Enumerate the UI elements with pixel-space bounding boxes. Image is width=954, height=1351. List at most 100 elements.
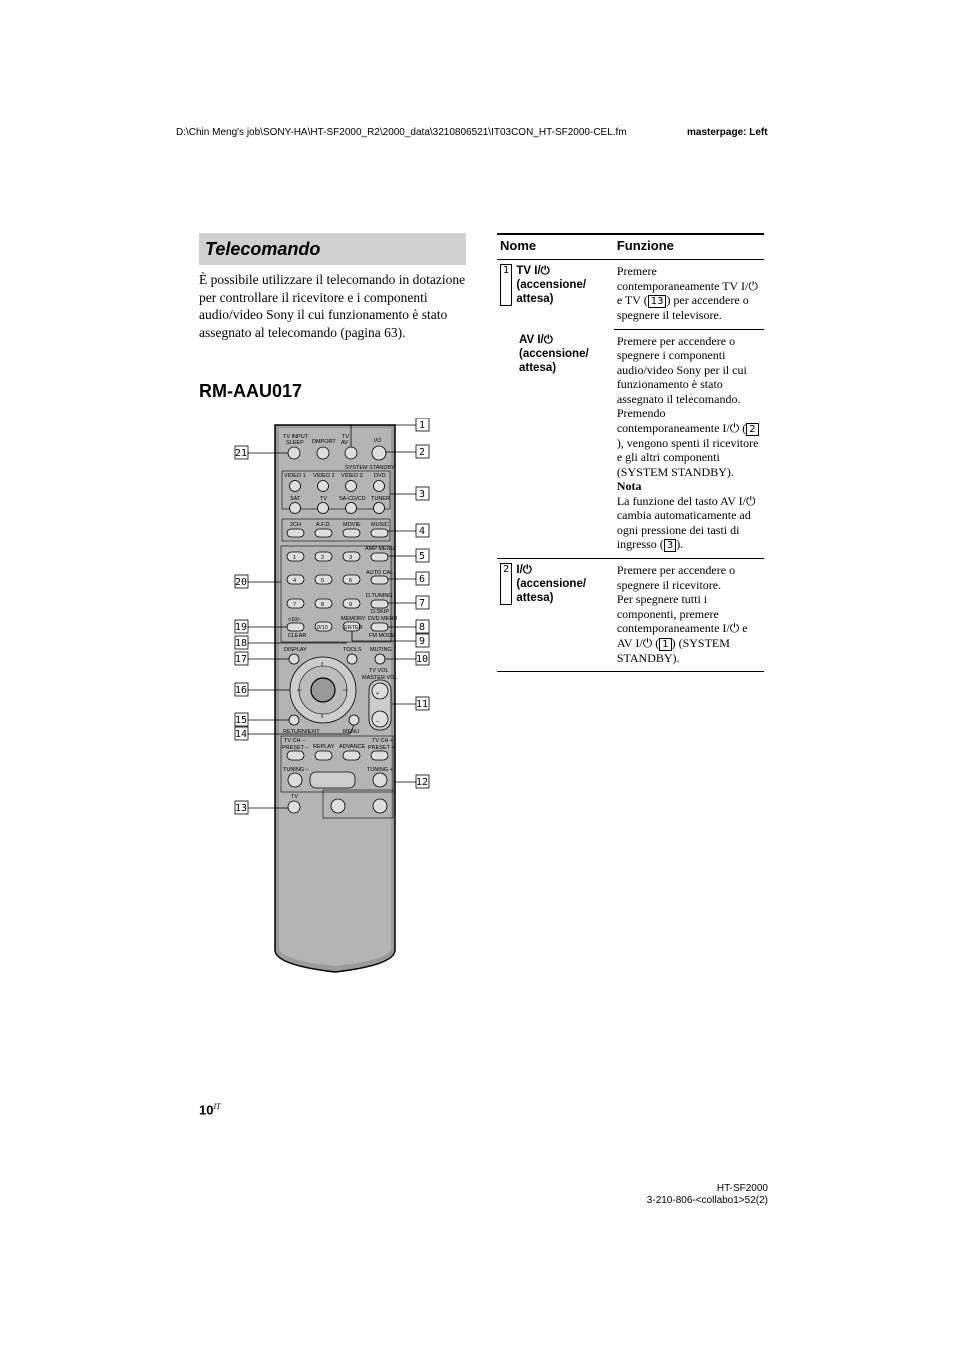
label-master-vol: MASTER VOL xyxy=(362,675,397,681)
key-6: 6 xyxy=(349,578,352,584)
callout-19: 19 xyxy=(235,622,247,633)
label-tv-input2: TV xyxy=(320,496,327,502)
label-tv-ch-minus: TV CH – xyxy=(284,738,306,744)
play-button xyxy=(309,771,356,789)
callout-2: 2 xyxy=(419,447,425,458)
label-power: I/⏻ xyxy=(374,437,382,444)
label-auto-cal: AUTO CAL xyxy=(366,570,393,576)
label-preset-minus: PRESET – xyxy=(282,745,309,751)
key-8: 8 xyxy=(321,602,324,608)
label-tuner: TUNER xyxy=(371,496,390,502)
callout-labels: 1 2 3 4 5 6 7 8 9 10 11 12 13 14 15 16 1… xyxy=(234,418,430,815)
table-row: 2 I/⏻ (accensione/ attesa) Premere per a… xyxy=(497,558,764,672)
label-tv-input: TV INPUT xyxy=(283,434,309,440)
label-fm-mode: FM MODE xyxy=(369,633,395,639)
label-sacd: SA-CD/CD xyxy=(339,496,366,502)
label-replay: REPLAY xyxy=(313,744,335,750)
callout-8: 8 xyxy=(419,622,425,633)
svg-text:⇦: ⇦ xyxy=(297,688,302,694)
note-title: Nota xyxy=(616,479,642,493)
label-tv-button: TV xyxy=(291,794,298,800)
row-number: 1 xyxy=(500,264,513,306)
row-name: TV I/⏻ xyxy=(516,265,550,277)
label-dmport: DMPORT xyxy=(312,439,336,445)
header-masterpage: masterpage: Left xyxy=(687,127,768,138)
footer-model: HT-SF2000 xyxy=(716,1183,768,1194)
key-0-10: 0/10 xyxy=(317,625,328,631)
remote-control-illustration: TV INPUT SLEEP DMPORT TV AV I/⏻ SYSTEM S… xyxy=(234,418,430,973)
intro-paragraph: È possibile utilizzare il telecomando in… xyxy=(199,272,466,340)
label-afd: A.F.D. xyxy=(316,522,331,528)
page-number: 10IT xyxy=(199,1102,221,1118)
label-dvd: DVD xyxy=(374,473,386,479)
label-preset-plus: PRESET + xyxy=(368,745,395,751)
ref-number: 13 xyxy=(647,295,667,308)
callout-11: 11 xyxy=(416,699,428,710)
note-text: La funzione del tasto AV I/⏻ cambia auto… xyxy=(616,493,756,552)
label-2ch: 2CH xyxy=(290,522,301,528)
svg-text:–: – xyxy=(376,719,380,725)
callout-1: 1 xyxy=(419,420,425,431)
svg-text:+: + xyxy=(376,691,379,697)
label-video3: VIDEO 3 xyxy=(341,473,363,479)
av-power-button xyxy=(344,446,358,460)
key-5: 5 xyxy=(321,578,324,584)
label-movie: MOVIE xyxy=(343,522,361,528)
label-memory: MEMORY xyxy=(341,616,366,622)
col-header-nome: Nome xyxy=(497,233,614,260)
key-2: 2 xyxy=(321,555,324,561)
label-d-tuning: D.TUNING xyxy=(366,593,393,599)
footer-code: 3-210-806-<collabo1>52(2) xyxy=(646,1195,768,1206)
sleep-button xyxy=(287,446,301,460)
label-plus10: >10/- xyxy=(288,617,301,623)
label-system-standby: SYSTEM STANDBY xyxy=(345,465,395,471)
label-sleep: SLEEP xyxy=(286,440,304,446)
label-tv-ch-plus: TV CH + xyxy=(372,738,393,744)
callout-13: 13 xyxy=(235,803,247,814)
callout-17: 17 xyxy=(235,654,247,665)
footer: HT-SF2000 3-210-806-<collabo1>52(2) xyxy=(630,1183,768,1207)
label-sat: SAT xyxy=(290,496,301,502)
callout-21: 21 xyxy=(235,448,247,459)
key-4: 4 xyxy=(293,578,296,584)
callout-12: 12 xyxy=(416,777,428,788)
page-lang: IT xyxy=(213,1102,221,1111)
row-function: Premere per accendere o spegnere i compo… xyxy=(616,333,747,435)
callout-9: 9 xyxy=(419,636,425,647)
row-name: I/⏻ xyxy=(516,564,532,576)
remote-model-name: RM-AAU017 xyxy=(199,381,303,401)
key-7: 7 xyxy=(293,602,296,608)
row-function: Premere contemporaneamente TV I/⏻ e TV ( xyxy=(616,264,758,307)
svg-text:⇧: ⇧ xyxy=(320,661,325,668)
ref-number: 2 xyxy=(746,422,759,436)
label-d-skip: D.SKIP xyxy=(371,609,389,615)
function-table: Nome Funzione 1 TV I/⏻ (accensione/ atte… xyxy=(497,233,764,672)
callout-5: 5 xyxy=(419,551,425,562)
label-amp-menu: AMP MENU xyxy=(365,546,395,552)
label-video2: VIDEO 2 xyxy=(313,473,335,479)
label-tuning-minus: TUNING – xyxy=(283,767,310,773)
section-title: Telecomando xyxy=(205,239,321,259)
power-button xyxy=(371,445,387,461)
callout-15: 15 xyxy=(235,715,247,726)
label-tuning-plus: TUNING + xyxy=(367,767,393,773)
label-advance: ADVANCE xyxy=(339,744,366,750)
label-video1: VIDEO 1 xyxy=(284,473,306,479)
svg-text:⇩: ⇩ xyxy=(320,713,325,720)
callout-20: 20 xyxy=(235,577,247,588)
label-dvd-menu: DVD MENU xyxy=(368,616,397,622)
callout-14: 14 xyxy=(235,729,247,740)
label-muting: MUTING xyxy=(370,647,392,653)
key-3: 3 xyxy=(349,555,352,561)
row-number: 2 xyxy=(500,563,513,605)
key-9: 9 xyxy=(349,602,352,608)
col-header-funzione: Funzione xyxy=(613,233,764,260)
label-tools: TOOLS xyxy=(343,647,362,653)
header-file-path: D:\Chin Meng's job\SONY-HA\HT-SF2000_R2\… xyxy=(176,127,627,138)
label-display: DISPLAY xyxy=(284,647,307,653)
label-enter: ENTER xyxy=(344,625,363,631)
nav-enter-button xyxy=(310,677,336,703)
svg-text:⇨: ⇨ xyxy=(343,688,348,694)
table-row: AV I/⏻ (accensione/ attesa) Premere per … xyxy=(497,329,764,559)
label-music: MUSIC xyxy=(371,522,389,528)
